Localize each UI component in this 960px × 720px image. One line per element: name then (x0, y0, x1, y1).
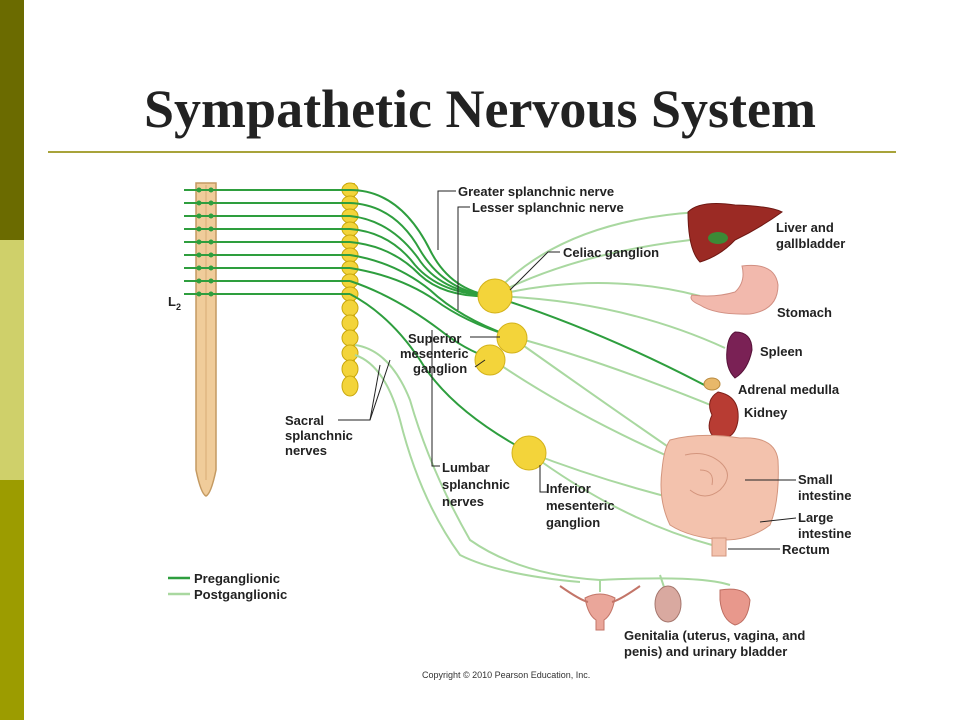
legend: Preganglionic Postganglionic (168, 571, 287, 602)
accent-bar-middle (0, 240, 24, 480)
organ-adrenal-kidney (703, 377, 739, 440)
lumbar-splanchnic-label-1: Lumbar (442, 460, 490, 475)
sympathetic-chain (341, 182, 359, 397)
organ-genitalia (559, 585, 751, 631)
spinal-level-sub: 2 (176, 302, 181, 312)
lesser-splanchnic-label: Lesser splanchnic nerve (472, 200, 624, 215)
spleen-label: Spleen (760, 344, 803, 359)
spinal-level-label: L2 (168, 294, 181, 312)
slide-accent-bar (0, 0, 24, 720)
small-intestine-label-2: intestine (798, 488, 851, 503)
prevertebral-ganglia (474, 278, 547, 471)
organ-intestines (660, 434, 779, 557)
inferior-mesenteric-label-1: Inferior (546, 481, 591, 496)
lumbar-splanchnic-label-2: splanchnic (442, 477, 510, 492)
sacral-splanchnic-label-2: splanchnic (285, 428, 353, 443)
inferior-mesenteric-label-3: ganglion (546, 515, 600, 530)
superior-mesenteric-label-2: mesenteric (400, 346, 469, 361)
inferior-mesenteric-label-2: mesenteric (546, 498, 615, 513)
liver-label-2: gallbladder (776, 236, 845, 251)
rectum-label: Rectum (782, 542, 830, 557)
spinal-cord (195, 182, 217, 497)
large-intestine-label-2: intestine (798, 526, 851, 541)
sacral-splanchnic-label-3: nerves (285, 443, 327, 458)
copyright-text: Copyright © 2010 Pearson Education, Inc. (422, 670, 590, 680)
slide-title: Sympathetic Nervous System (144, 79, 816, 139)
legend-preganglionic: Preganglionic (194, 571, 280, 586)
lumbar-splanchnic-label-3: nerves (442, 494, 484, 509)
superior-mesenteric-label-3: ganglion (413, 361, 467, 376)
organ-liver (687, 203, 783, 263)
organ-spleen (726, 331, 753, 379)
spinal-level-main: L (168, 294, 176, 309)
superior-mesenteric-label-1: Superior (408, 331, 461, 346)
accent-bar-bottom (0, 480, 24, 720)
accent-bar-top (0, 0, 24, 240)
leader-lines (338, 190, 797, 550)
genitalia-label-1: Genitalia (uterus, vagina, and (624, 628, 805, 643)
preganglionic-fibers (184, 189, 711, 453)
postganglionic-fibers (354, 211, 731, 592)
liver-label-1: Liver and (776, 220, 834, 235)
title-divider (48, 151, 896, 153)
small-intestine-label-1: Small (798, 472, 833, 487)
large-intestine-label-1: Large (798, 510, 833, 525)
stomach-label: Stomach (777, 305, 832, 320)
root-dots (196, 187, 214, 297)
greater-splanchnic-label: Greater splanchnic nerve (458, 184, 614, 199)
adrenal-medulla-label: Adrenal medulla (738, 382, 840, 397)
organ-stomach (690, 264, 779, 315)
celiac-ganglion-label: Celiac ganglion (563, 245, 659, 260)
genitalia-label-2: penis) and urinary bladder (624, 644, 787, 659)
kidney-label: Kidney (744, 405, 788, 420)
sacral-splanchnic-label-1: Sacral (285, 413, 324, 428)
legend-postganglionic: Postganglionic (194, 587, 287, 602)
